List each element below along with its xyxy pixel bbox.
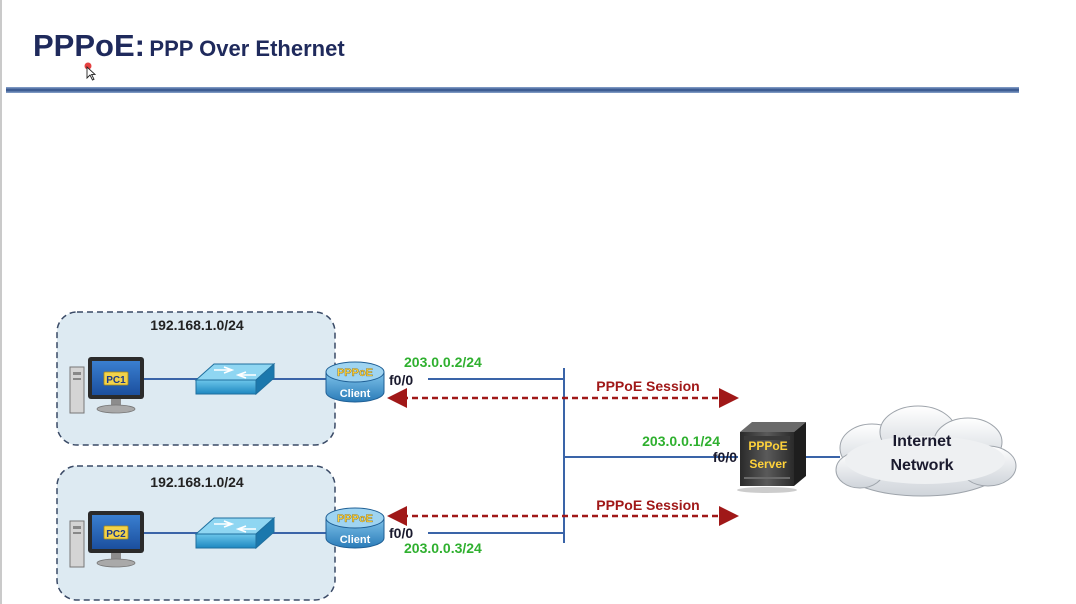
server-interface-label: f0/0 [713,449,737,465]
lan1-subnet-label: 192.168.1.0/24 [150,317,244,333]
internet-label-line1: Internet [893,433,952,450]
pppoe-client1-router-icon [325,361,385,403]
internet-label-line2: Network [890,457,953,474]
mouse-cursor-icon [84,62,97,81]
title-main: PPPoE: [33,28,145,63]
header-rule [6,87,1019,93]
pc1-icon [69,357,144,414]
client2-interface-label: f0/0 [389,525,413,541]
session1-label: PPPoE Session [596,378,699,394]
client2-ip-label: 203.0.0.3/24 [404,540,482,556]
pppoe-client2-router-icon [325,507,385,549]
server-ip-label: 203.0.0.1/24 [642,433,720,449]
pc1-label: PC1 [106,375,126,386]
session2-label: PPPoE Session [596,497,699,513]
title-subtitle: PPP Over Ethernet [149,36,345,61]
server-label-top: PPPoE [748,439,787,453]
pc2-icon [69,511,144,568]
lan2-subnet-label: 192.168.1.0/24 [150,474,244,490]
switch1-icon [194,362,276,396]
page-title: PPPoE: PPP Over Ethernet [33,28,345,64]
client1-interface-label: f0/0 [389,372,413,388]
server-label-bottom: Server [749,457,787,471]
pc2-label: PC2 [106,529,126,540]
switch2-icon [194,516,276,550]
client1-label-bottom: Client [340,388,371,400]
client2-label-bottom: Client [340,534,371,546]
pppoe-server-icon [737,422,806,493]
client2-label-top: PPPoE [337,513,373,525]
client1-label-top: PPPoE [337,367,373,379]
client1-ip-label: 203.0.0.2/24 [404,354,482,370]
internet-cloud-icon [835,405,1017,497]
